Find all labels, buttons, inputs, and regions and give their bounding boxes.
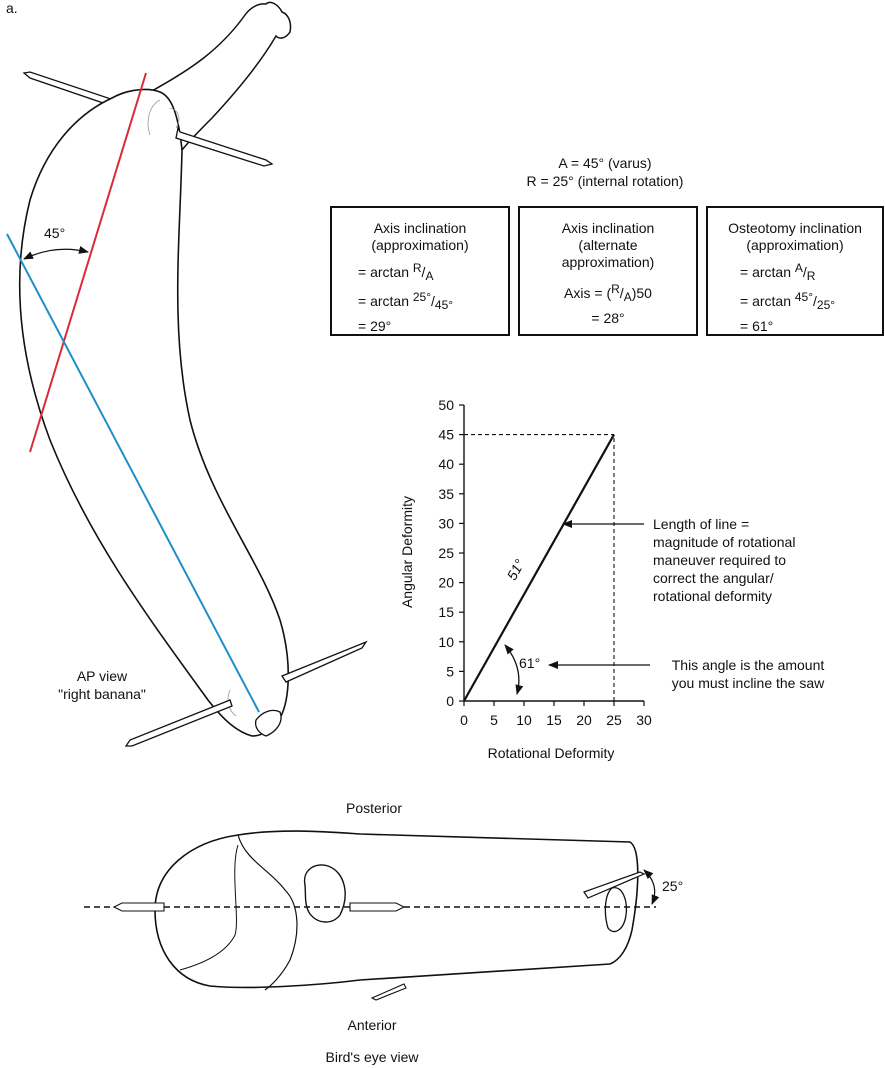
box2-result: = 28° [591,310,625,326]
chart-xlabel: Rotational Deformity [488,745,615,761]
annotation-length-line: magnitude of rotational [653,534,795,550]
chart-y-tick-label: 40 [438,456,454,472]
banana-tip [254,709,282,737]
box1-eq1: = arctan R/A [358,261,434,283]
chart-ylabel: Angular Deformity [399,496,415,608]
proximal-pin-left [22,71,115,107]
box3-title2: (approximation) [746,237,844,253]
box1-eq3: = 29° [358,318,392,334]
chart-y-tick-label: 45 [438,427,454,443]
box3-eq1: = arctan A/R [740,261,816,283]
annotation-angle-text: This angle is the amount you must incline… [672,657,825,691]
chart-angle-label: 61° [519,655,540,671]
annotation-length-text: Length of line = magnitude of rotational m… [653,516,795,604]
box3-eq2: = arctan 45°/25° [740,290,836,312]
distal-pin-exit [281,640,368,683]
chart-y-tick-label: 20 [438,575,454,591]
anterior-label: Anterior [347,1017,396,1033]
chart-y-tick-label: 0 [446,693,454,709]
birds-eye-caption: Bird's eye view [326,1049,420,1065]
box2-eq: Axis = (R/A)50 [564,282,652,304]
red-axis-line [29,72,147,453]
annotation-angle-line: you must incline the saw [672,675,825,691]
banana-stem [149,1,292,151]
angle-25-arc [643,869,660,905]
birds-eye-pin-left [112,902,165,912]
chart-y-tick-label: 25 [438,545,454,561]
proximal-pin-right [175,126,274,167]
birds-eye-banana: Posterior 25° Anterior Bird's eye view [84,800,683,1065]
box1-title1: Axis inclination [373,220,467,236]
chart-angle-arc [504,644,524,695]
distal-pin [124,699,233,747]
chart-y-tick-label: 10 [438,634,454,650]
banana-body [18,88,290,737]
birds-eye-pin-mid [349,902,406,912]
chart-series-line [463,434,615,702]
chart-line-label: 51° [503,556,527,583]
chart-x-tick-label: 5 [490,712,498,728]
box1-title2: (approximation) [371,237,469,253]
annotation-length-line: maneuver required to [653,552,786,568]
formula-box-axis-inclination: Axis inclination (approximation) = arcta… [330,206,510,336]
annotation-length-line: correct the angular/ [653,570,774,586]
chart-y-tick-label: 35 [438,486,454,502]
box1-eq2: = arctan 25°/45° [358,290,454,312]
chart-y-tick-label: 5 [446,663,454,679]
birds-eye-knob [303,864,346,923]
annotation-angle-line: This angle is the amount [672,657,825,673]
chart-x-tick-label: 0 [460,712,468,728]
box3-title1: Osteotomy inclination [728,220,862,236]
deformity-line2: R = 25° (internal rotation) [527,173,684,189]
formula-box-alternate-approximation: Axis inclination (alternate approximatio… [518,206,698,336]
chart-x-tick-label: 25 [606,712,622,728]
box3-eq3: = 61° [740,318,774,334]
annotation-length-line: rotational deformity [653,588,772,604]
box2-title2: (alternate [578,237,638,253]
deformity-line1: A = 45° (varus) [558,155,651,171]
chart-x-tick-label: 20 [576,712,592,728]
chart-x-tick-label: 15 [546,712,562,728]
ap-view-caption-line1: AP view [77,668,128,684]
chart-y-tick-label: 15 [438,604,454,620]
deformity-chart: 0 5 10 15 20 25 30 0 5 10 15 20 25 30 35 40 45 50 Rotatio… [399,397,825,761]
figure-label: a. [6,0,18,16]
blue-axis-line [6,233,260,713]
chart-y-tick-label: 30 [438,515,454,531]
chart-x-tick-label: 10 [516,712,532,728]
ap-view-caption-line2: "right banana" [58,686,146,702]
angle-25-label: 25° [662,878,683,894]
angle-45-arc [23,245,89,260]
chart-y-tick-label: 50 [438,397,454,413]
angle-45-label: 45° [44,225,65,241]
annotation-length-line: Length of line = [653,516,749,532]
box2-title1: Axis inclination [561,220,655,236]
birds-eye-end [604,887,628,933]
formula-box-osteotomy-inclination: Osteotomy inclination (approximation) = … [706,206,884,336]
posterior-label: Posterior [346,800,402,816]
chart-x-tick-label: 30 [636,712,652,728]
ap-view-banana: 45° AP view "right banana" [6,1,368,747]
box2-title3: approximation) [561,254,655,270]
birds-eye-pin-bottom [370,983,407,1001]
